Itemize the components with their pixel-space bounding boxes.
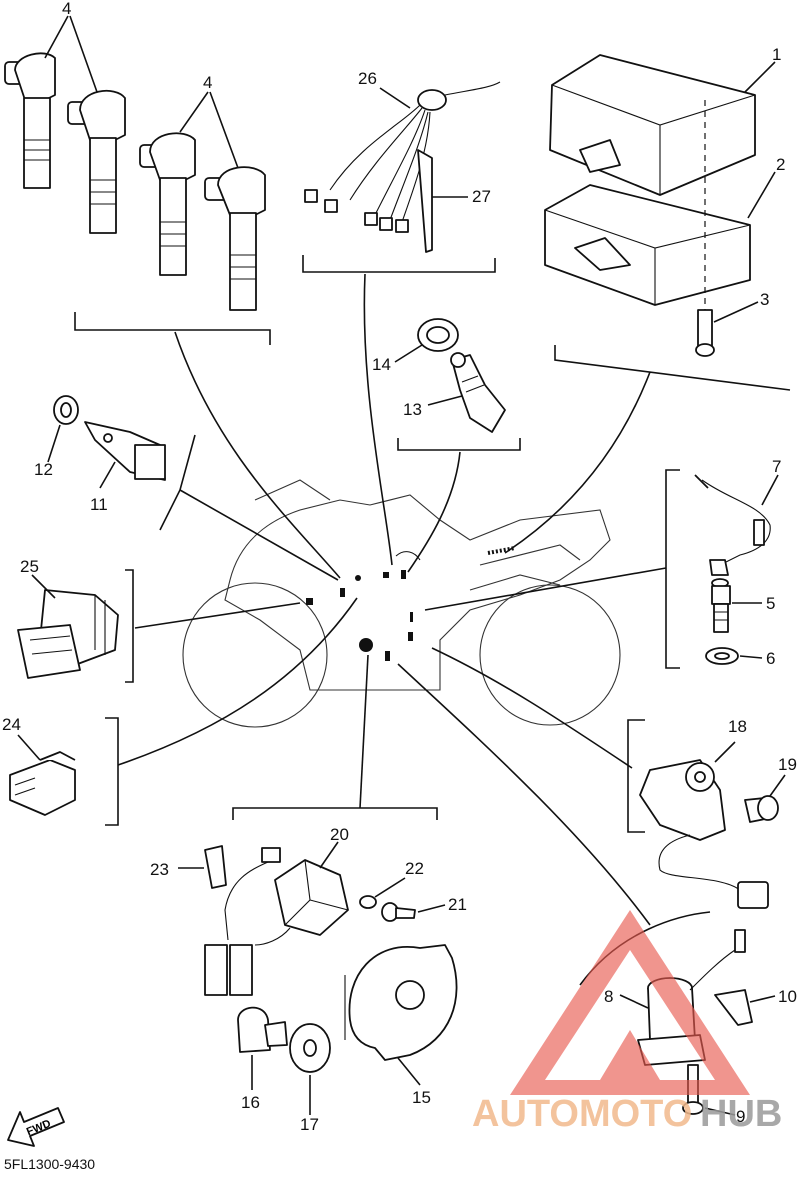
sub-wire-harness bbox=[304, 81, 501, 253]
part-label-8: 8 bbox=[604, 987, 613, 1006]
part-label-26: 26 bbox=[358, 69, 377, 88]
part-label-19: 19 bbox=[778, 755, 797, 774]
part-label-4a: 4 bbox=[62, 0, 71, 18]
cable-7 bbox=[694, 474, 779, 576]
sensor-18 bbox=[639, 741, 769, 909]
part-label-11: 11 bbox=[90, 495, 108, 514]
bolt-16 bbox=[237, 1006, 288, 1090]
sensor-13 bbox=[427, 352, 506, 433]
part-label-6: 6 bbox=[766, 649, 775, 668]
part-label-20: 20 bbox=[330, 825, 349, 844]
clamp-23 bbox=[178, 845, 227, 889]
part-label-12: 12 bbox=[34, 460, 53, 479]
part-label-27: 27 bbox=[472, 187, 491, 206]
sensor-11 bbox=[84, 421, 166, 489]
harness-callouts bbox=[379, 87, 468, 198]
plate-15 bbox=[344, 944, 458, 1086]
part-label-1: 1 bbox=[772, 45, 781, 64]
ecu-assembly bbox=[544, 54, 776, 357]
part-label-4b: 4 bbox=[203, 73, 212, 92]
leader-lines bbox=[74, 255, 791, 986]
watermark-text-left: AUTOMOTO bbox=[472, 1093, 692, 1135]
washer-17 bbox=[289, 1023, 331, 1115]
part-label-25: 25 bbox=[20, 557, 39, 576]
part-label-17: 17 bbox=[300, 1115, 319, 1134]
part-label-7: 7 bbox=[772, 457, 781, 476]
ignition-coil-4 bbox=[204, 166, 266, 311]
sensor-24 bbox=[9, 734, 76, 816]
ignition-coil-group bbox=[4, 15, 266, 311]
watermark: AUTOMOTO HUB bbox=[472, 910, 782, 1135]
sensor-25 bbox=[17, 574, 119, 679]
part-label-15: 15 bbox=[412, 1088, 431, 1107]
part-label-14: 14 bbox=[372, 355, 391, 374]
component-locations bbox=[306, 546, 516, 661]
part-label-2: 2 bbox=[776, 155, 785, 174]
washer-22 bbox=[359, 877, 406, 909]
clamp-10 bbox=[714, 989, 776, 1026]
fwd-arrow: FWD bbox=[7, 1107, 65, 1147]
ignition-coil-2 bbox=[67, 89, 126, 234]
part-label-24: 24 bbox=[2, 715, 21, 734]
watermark-text-right: HUB bbox=[700, 1093, 782, 1135]
o-ring-14 bbox=[394, 318, 459, 363]
bolt-19 bbox=[744, 774, 786, 823]
washer-12 bbox=[47, 395, 79, 463]
screw-21 bbox=[381, 902, 446, 922]
sensor-5 bbox=[711, 578, 762, 633]
part-label-10: 10 bbox=[778, 987, 797, 1006]
part-label-5: 5 bbox=[766, 594, 775, 613]
part-label-22: 22 bbox=[405, 859, 424, 878]
washer-6 bbox=[705, 647, 763, 665]
part-label-3: 3 bbox=[760, 290, 769, 309]
ignition-coil-1 bbox=[4, 52, 56, 189]
ignition-coil-3 bbox=[139, 132, 196, 276]
motorcycle-outline bbox=[182, 479, 621, 728]
diagram-code: 5FL1300-9430 bbox=[4, 1156, 96, 1172]
part-label-9: 9 bbox=[736, 1107, 745, 1126]
part-label-23: 23 bbox=[150, 860, 169, 879]
part-number-labels: 4 4 26 27 1 2 3 14 13 12 11 25 24 7 5 6 … bbox=[2, 0, 797, 1134]
igniter-20 bbox=[204, 841, 349, 996]
part-label-13: 13 bbox=[403, 400, 422, 419]
watermark-logo-icon bbox=[510, 910, 750, 1095]
part-label-16: 16 bbox=[241, 1093, 260, 1112]
part-label-18: 18 bbox=[728, 717, 747, 736]
part-label-21: 21 bbox=[448, 895, 467, 914]
